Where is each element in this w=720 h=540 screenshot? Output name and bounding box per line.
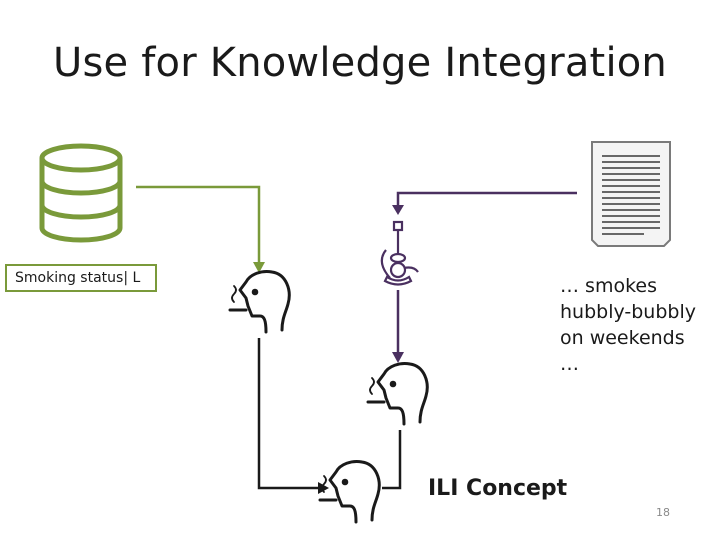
- clinical-note-text: … smokes hubbly-bubbly on weekends …: [560, 275, 696, 375]
- structured-arrowhead: [253, 262, 265, 273]
- smoker-head-icon: [228, 270, 291, 334]
- document-icon: [591, 141, 671, 247]
- concept-connector-right: [382, 430, 402, 490]
- structured-connector: [136, 185, 261, 262]
- page-number: 18: [656, 506, 670, 519]
- slide-title: Use for Knowledge Integration: [53, 40, 667, 86]
- concept-smoker-head-icon: [318, 460, 381, 524]
- hookah-icon: [380, 220, 419, 286]
- smoker-head-icon: [366, 362, 429, 426]
- database-icon: [39, 143, 123, 243]
- text-connector: [396, 191, 577, 205]
- structured-data-label: Smoking status| L: [5, 264, 157, 292]
- text-arrowhead-top: [392, 205, 404, 215]
- concept-connector-left: [257, 338, 318, 490]
- concept-arrowhead-left: [318, 482, 329, 494]
- ili-concept-label: ILI Concept: [428, 476, 568, 501]
- text-arrowhead-bottom: [392, 352, 404, 363]
